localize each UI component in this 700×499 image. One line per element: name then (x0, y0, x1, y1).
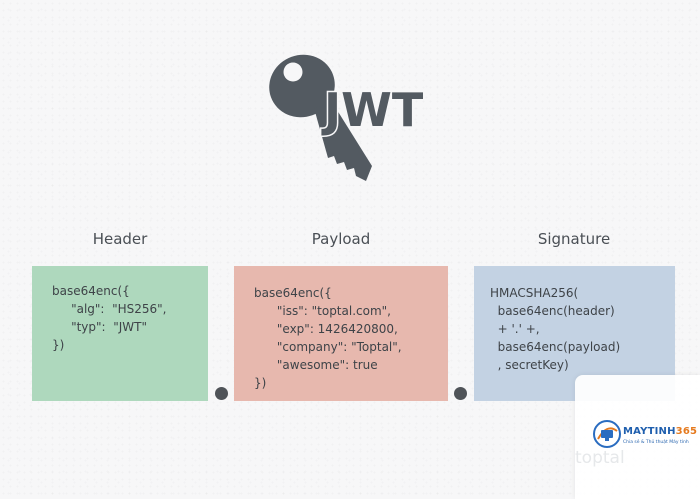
watermark-card: toptal MAYTINH365 Chia sẻ & Thủ thuật Má… (575, 375, 700, 499)
payload-label: Payload (311, 230, 371, 248)
payload-code-line: base64enc({ (254, 286, 332, 300)
header-code-line: base64enc({ (52, 284, 130, 298)
header-box: base64enc({ "alg": "HS256", "typ": "JWT"… (32, 266, 208, 401)
watermark-brand: MAYTINH365 (623, 426, 697, 437)
signature-code-line: + '.' +, (490, 322, 540, 336)
watermark-brand-part1: MAYTINH (623, 426, 676, 437)
signature-code-line: base64enc(payload) (490, 340, 621, 354)
connector-dot (454, 387, 467, 400)
header-label: Header (92, 230, 148, 248)
payload-box: base64enc({ "iss": "toptal.com", "exp": … (234, 266, 448, 401)
header-code-line: }) (52, 338, 65, 352)
signature-box: HMACSHA256( base64enc(header) + '.' +, b… (474, 266, 675, 401)
header-code-line: "typ": "JWT" (52, 320, 147, 334)
header-code-line: "alg": "HS256", (52, 302, 167, 316)
payload-code-line: "awesome": true (254, 358, 378, 372)
key-icon: JWT (269, 54, 425, 181)
payload-code-line: "iss": "toptal.com", (254, 304, 391, 318)
jwt-logo-text: JWT (321, 83, 424, 137)
watermark-brand-part2: 365 (675, 426, 698, 437)
signature-label: Signature (537, 230, 611, 248)
payload-code-line: }) (254, 376, 267, 390)
jwt-logo: JWT (262, 46, 442, 188)
signature-code-line: HMACSHA256( (490, 286, 579, 300)
signature-code-line: , secretKey) (490, 358, 569, 372)
computer-logo-icon (592, 419, 622, 449)
watermark-tagline: Chia sẻ & Thủ thuật Máy tính (623, 440, 689, 445)
faded-logo-text: toptal (575, 448, 625, 468)
payload-code-line: "exp": 1426420800, (254, 322, 398, 336)
payload-code-line: "company": "Toptal", (254, 340, 402, 354)
connector-dot (215, 387, 228, 400)
signature-code-line: base64enc(header) (490, 304, 615, 318)
